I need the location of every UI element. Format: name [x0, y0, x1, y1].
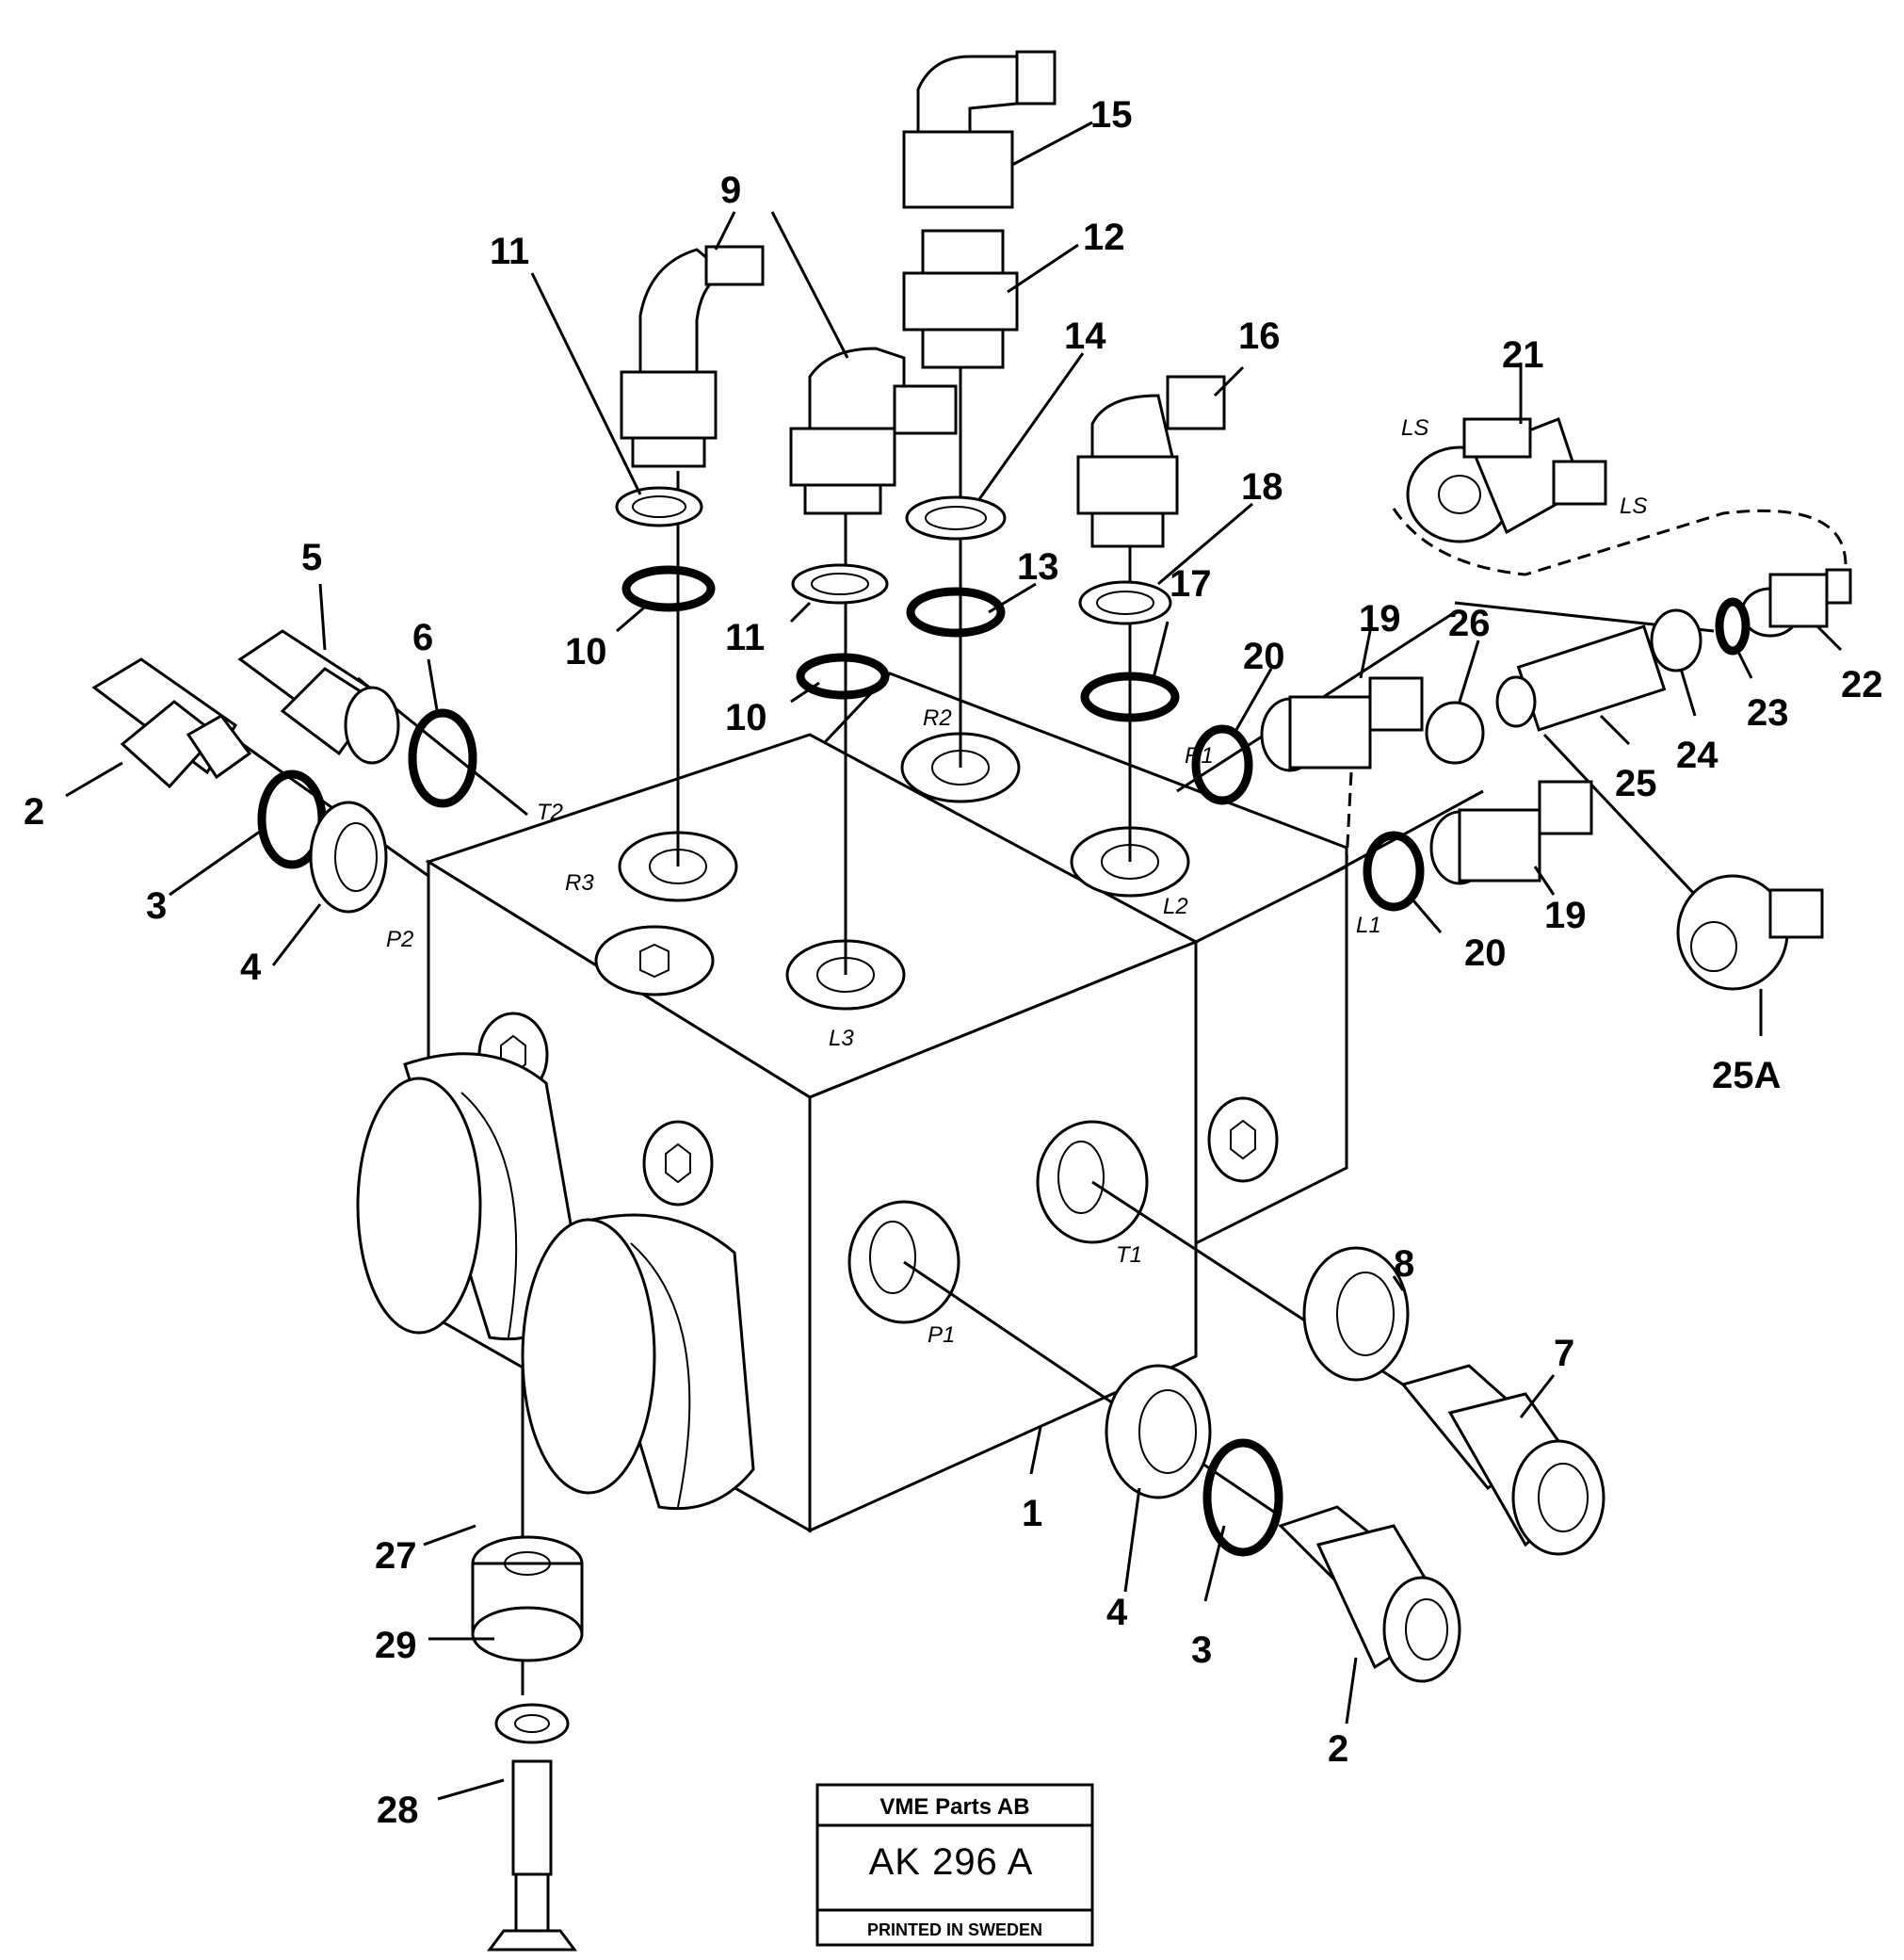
port-label-r1: R1: [1185, 743, 1214, 769]
leader-lines: [65, 121, 1843, 1801]
callout-28: 28: [377, 1790, 419, 1831]
oring-23: [1715, 597, 1751, 656]
port-label-ls-1: LS: [1401, 415, 1428, 441]
washer-18: [1078, 580, 1172, 625]
callout-11-left: 11: [490, 231, 529, 272]
washer-4-right: [1105, 1364, 1212, 1499]
washer-26: [1425, 701, 1485, 765]
straight-fitting-2-right: [1278, 1505, 1461, 1683]
port-label-t1: T1: [1116, 1242, 1142, 1268]
valve-block-right-face: [808, 939, 1198, 1533]
plug-25a: [1676, 874, 1824, 991]
callout-19-upper: 19: [1359, 598, 1401, 640]
port-label-p2: P2: [386, 927, 413, 952]
callout-24: 24: [1676, 735, 1718, 776]
oring-20-lower: [1363, 831, 1425, 912]
stamp-footer: PRINTED IN SWEDEN: [867, 1920, 1042, 1939]
callout-20-lower: 20: [1464, 932, 1507, 974]
callout-4-right: 4: [1106, 1592, 1128, 1633]
port-label-t2: T2: [537, 800, 563, 825]
fitting-7: [1400, 1364, 1605, 1556]
callout-11-middle: 11: [725, 617, 765, 658]
straight-fitting-2-left: [91, 657, 252, 789]
callout-27: 27: [375, 1535, 417, 1577]
callout-8: 8: [1394, 1243, 1414, 1285]
title-stamp: VME Parts AB AK 296 A PRINTED IN SWEDEN: [815, 1783, 1094, 1947]
washer-4-left: [309, 801, 388, 914]
stamp-code: AK 296 A: [869, 1841, 1034, 1883]
adapter-fitting-12: [902, 229, 1019, 369]
washer-14: [905, 495, 1007, 541]
washer-8: [1302, 1246, 1410, 1382]
callout-1: 1: [1022, 1493, 1042, 1534]
oring-20-upper: [1191, 724, 1253, 805]
port-label-l3: L3: [829, 1026, 854, 1051]
fitting-19-lower: [1429, 780, 1593, 885]
elbow-fitting-9-middle: [789, 347, 958, 515]
callout-9: 9: [720, 170, 741, 211]
callout-13: 13: [1017, 546, 1059, 588]
callout-25: 25: [1615, 763, 1657, 804]
spacer-27: [471, 1535, 584, 1662]
callout-21: 21: [1502, 334, 1544, 376]
washer-11-left: [615, 486, 703, 527]
port-label-l2: L2: [1163, 894, 1188, 919]
hex-plug-2: [642, 1120, 714, 1207]
oring-10-middle: [796, 653, 890, 700]
callout-18: 18: [1241, 466, 1283, 508]
callout-22: 22: [1841, 664, 1883, 705]
callout-7: 7: [1554, 1333, 1574, 1374]
callout-16: 16: [1238, 316, 1281, 357]
cylinder-cap-front: [521, 1213, 755, 1511]
stamp-company: VME Parts AB: [879, 1794, 1029, 1820]
callout-labels: 1 2 2 3 3 4 4 5 6 7 8 9 10 10 11 11 12 1…: [24, 94, 1883, 1831]
port-label-ls-2: LS: [1620, 494, 1647, 519]
oring-10-left: [621, 565, 716, 612]
callout-3-left: 3: [146, 885, 167, 927]
port-plug: [594, 925, 715, 996]
elbow-fitting-16: [1076, 375, 1226, 548]
oring-13: [906, 587, 1006, 638]
port-label-r2: R2: [923, 705, 952, 731]
callout-19-lower: 19: [1544, 895, 1587, 936]
callout-26: 26: [1448, 603, 1491, 644]
callout-23: 23: [1747, 692, 1789, 734]
oring-6: [408, 708, 477, 808]
fitting-22: [1740, 568, 1852, 638]
callout-3-right: 3: [1191, 1629, 1212, 1671]
callout-6: 6: [412, 617, 433, 658]
washer-11-middle: [791, 563, 889, 605]
fitting-19-upper: [1260, 676, 1424, 772]
callout-25a: 25A: [1712, 1055, 1781, 1096]
port-label-p1: P1: [928, 1322, 955, 1348]
callout-29: 29: [375, 1625, 417, 1666]
hex-plug-3: [1207, 1096, 1279, 1183]
port-label-l1: L1: [1356, 913, 1381, 938]
tee-fitting-21: [1406, 417, 1607, 543]
washer-29: [494, 1703, 570, 1744]
elbow-fitting-15: [902, 50, 1057, 209]
callout-15: 15: [1090, 94, 1133, 136]
elbow-fitting-9-left: [620, 245, 765, 468]
washer-24: [1650, 608, 1702, 672]
callout-4-left: 4: [240, 947, 262, 988]
oring-17: [1080, 672, 1180, 722]
callout-12: 12: [1083, 217, 1125, 258]
callout-2-right: 2: [1328, 1728, 1348, 1770]
callout-2-left: 2: [24, 791, 44, 833]
callout-10-middle: 10: [725, 697, 767, 738]
port-label-r3: R3: [565, 870, 594, 896]
adapter-25: [1495, 624, 1667, 732]
callout-17: 17: [1170, 563, 1212, 605]
straight-fitting-5: [237, 629, 400, 765]
oring-3-right: [1202, 1438, 1283, 1557]
callout-14: 14: [1064, 316, 1106, 357]
callout-10-left: 10: [565, 631, 607, 672]
callout-5: 5: [301, 537, 322, 578]
bolt-28: [487, 1759, 577, 1952]
port-labels: T2 P2 R3 L3 R2 R1 L2 L1 P1 T1 LS LS: [386, 415, 1647, 1348]
callout-20-upper: 20: [1243, 636, 1285, 677]
